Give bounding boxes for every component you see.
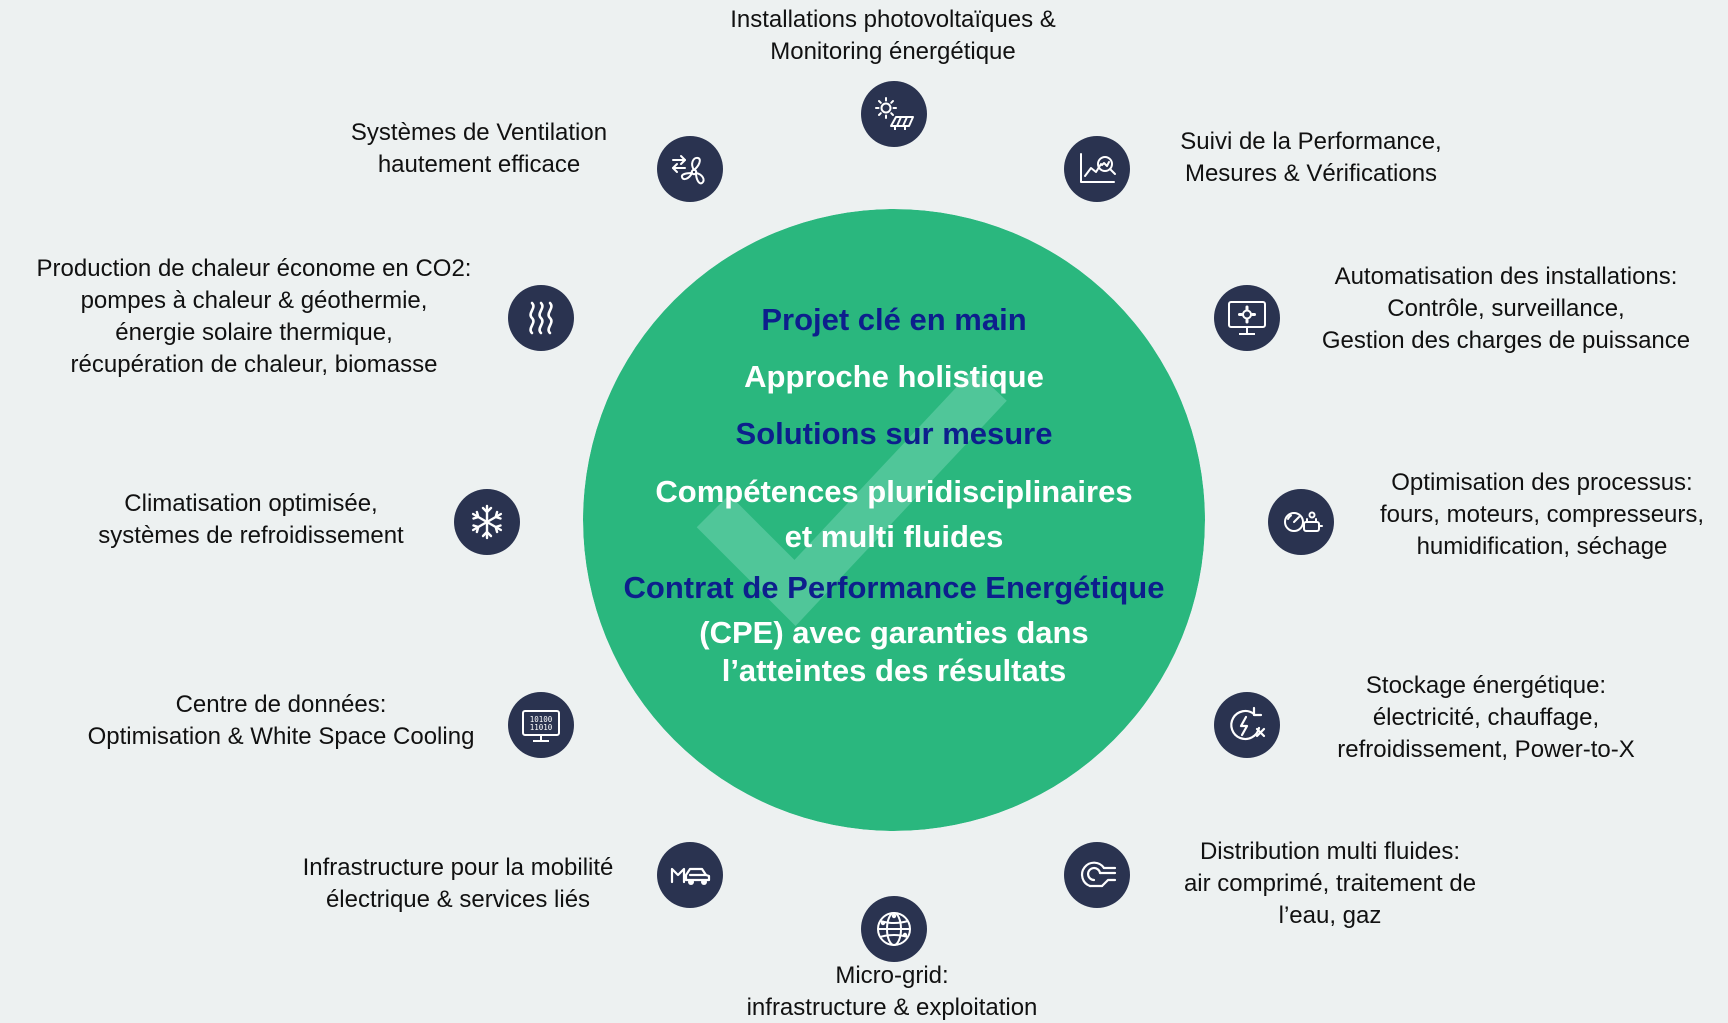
gauge-engine-icon bbox=[1268, 489, 1334, 555]
hub-line-results: l’atteintes des résultats bbox=[721, 653, 1067, 688]
hub-line-cpe-contract: Contrat de Performance Energétique bbox=[623, 570, 1165, 605]
solar-panel-icon bbox=[861, 81, 927, 147]
globe-grid-icon bbox=[861, 896, 927, 962]
electric-car-icon bbox=[657, 842, 723, 908]
central-hub-circle: Projet clé en main Approche holistique S… bbox=[583, 209, 1205, 831]
checkmark-shape bbox=[696, 369, 1007, 627]
monitor-gear-icon bbox=[1214, 285, 1280, 351]
label-low-carbon-heat: Production de chaleur économe en CO2: po… bbox=[36, 255, 472, 378]
pipe-flow-icon bbox=[1064, 842, 1130, 908]
chart-magnifier-icon bbox=[1064, 136, 1130, 202]
fan-arrows-icon bbox=[657, 136, 723, 202]
label-photovoltaics: Installations photovoltaïques & Monitori… bbox=[730, 6, 1056, 65]
binary-glyph: 11010 bbox=[530, 723, 553, 732]
hub-line-multi-fluids: et multi fluides bbox=[784, 519, 1004, 554]
hub-line-competences: Compétences pluridisciplinaires bbox=[655, 474, 1133, 509]
label-automation: Automatisation des installations: Contrô… bbox=[1321, 263, 1691, 354]
label-air-conditioning: Climatisation optimisée, systèmes de ref… bbox=[98, 490, 404, 549]
hub-line-holistic: Approche holistique bbox=[744, 359, 1044, 394]
label-data-centre: Centre de données: Optimisation & White … bbox=[87, 691, 475, 750]
label-process-optimisation: Optimisation des processus: fours, moteu… bbox=[1379, 469, 1705, 560]
hub-line-cpe-guarantees: (CPE) avec garanties dans bbox=[699, 615, 1089, 650]
binary-glyph: 10100 bbox=[530, 715, 553, 724]
label-micro-grid: Micro-grid: infrastructure & exploitatio… bbox=[746, 962, 1038, 1021]
battery-power-icon bbox=[1214, 692, 1280, 758]
checkmark-watermark-icon bbox=[583, 209, 1205, 831]
label-energy-storage: Stockage énergétique: électricité, chauf… bbox=[1337, 672, 1635, 763]
heat-waves-icon bbox=[508, 285, 574, 351]
label-performance-tracking: Suivi de la Performance, Mesures & Vérif… bbox=[1180, 128, 1442, 187]
label-multi-fluid-distribution: Distribution multi fluides: air comprimé… bbox=[1183, 838, 1477, 929]
snowflake-icon bbox=[454, 489, 520, 555]
hub-line-turnkey: Projet clé en main bbox=[761, 302, 1027, 337]
hub-line-custom-solutions: Solutions sur mesure bbox=[735, 416, 1053, 451]
label-ventilation: Systèmes de Ventilation hautement effica… bbox=[350, 119, 608, 178]
label-e-mobility: Infrastructure pour la mobilité électriq… bbox=[302, 854, 614, 913]
server-binary-icon: 10100 11010 bbox=[508, 692, 574, 758]
